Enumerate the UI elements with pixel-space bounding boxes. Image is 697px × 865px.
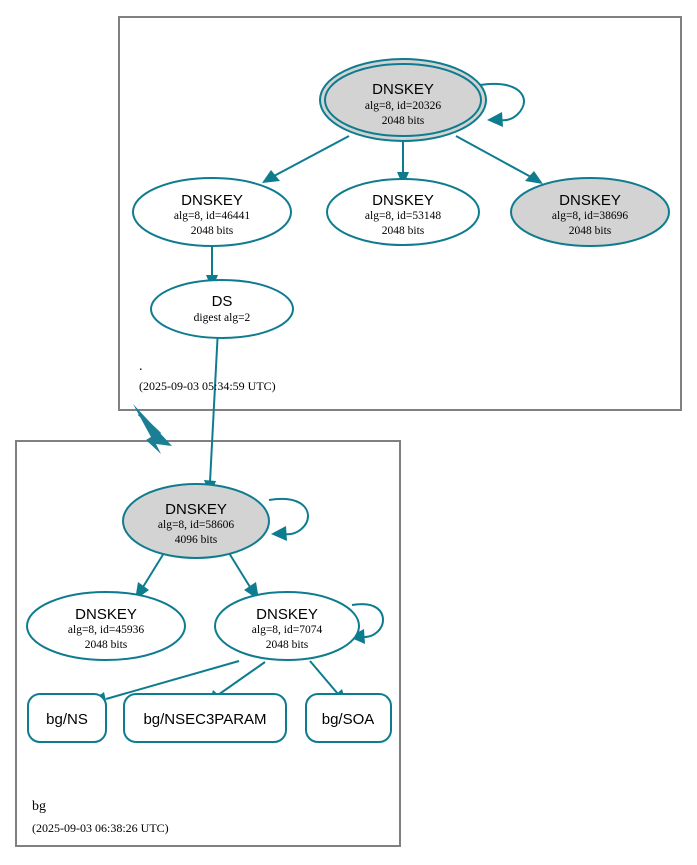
node-title: DNSKEY	[372, 192, 434, 209]
node-title: DNSKEY	[559, 192, 621, 209]
node-line3: 2048 bits	[569, 225, 612, 237]
node-line3: 2048 bits	[382, 115, 425, 127]
node-bg-soa-rrset[interactable]: bg/SOA	[305, 693, 392, 743]
node-line2: alg=8, id=53148	[365, 210, 441, 222]
node-title: bg/SOA	[322, 711, 375, 728]
node-line3: 4096 bits	[175, 534, 218, 546]
node-title: DNSKEY	[165, 501, 227, 518]
node-bg-nsec3param-rrset[interactable]: bg/NSEC3PARAM	[123, 693, 287, 743]
edge-root-ksk-self-sign	[479, 82, 526, 127]
bg-zone-label: bg	[32, 799, 46, 814]
edge-bg-ksk-to-zsk-7074	[228, 552, 259, 600]
cluster-bg-zone	[15, 440, 401, 847]
node-title: DNSKEY	[75, 606, 137, 623]
node-bg-ksk-58606[interactable]: DNSKEY alg=8, id=58606 4096 bits	[122, 483, 270, 559]
node-title: DNSKEY	[256, 606, 318, 623]
node-root-ksk-20326[interactable]: DNSKEY alg=8, id=20326 2048 bits	[319, 58, 487, 142]
node-root-zsk-38696[interactable]: DNSKEY alg=8, id=38696 2048 bits	[510, 177, 670, 247]
node-root-zsk-46441[interactable]: DNSKEY alg=8, id=46441 2048 bits	[132, 177, 292, 247]
node-line2: alg=8, id=20326	[365, 100, 441, 112]
node-root-zsk-53148[interactable]: DNSKEY alg=8, id=53148 2048 bits	[326, 178, 480, 246]
edge-bg-ksk-self-sign	[268, 497, 310, 541]
edge-bg-ksk-to-zsk-45936	[135, 552, 165, 600]
edge-bg-zsk-7074-self-sign	[349, 603, 385, 644]
node-line2: alg=8, id=38696	[552, 210, 628, 222]
node-line2: alg=8, id=7074	[252, 624, 323, 636]
edge-root-ksk-to-zsk-38696	[455, 135, 543, 184]
node-line2: alg=8, id=45936	[68, 624, 144, 636]
edge-delegation-root-to-bg	[133, 404, 172, 454]
node-line3: 2048 bits	[266, 639, 309, 651]
node-line2: alg=8, id=58606	[158, 519, 234, 531]
edge-root-ksk-to-zsk-46441	[262, 135, 350, 183]
root-zone-timestamp: (2025-09-03 05:34:59 UTC)	[139, 379, 276, 393]
node-line3: 2048 bits	[191, 225, 234, 237]
edge-ds-to-bg-ksk	[204, 328, 219, 496]
node-bg-zsk-45936[interactable]: DNSKEY alg=8, id=45936 2048 bits	[26, 591, 186, 661]
node-title: DS	[212, 293, 233, 310]
node-root-ds[interactable]: DS digest alg=2	[150, 279, 294, 339]
node-bg-ns-rrset[interactable]: bg/NS	[27, 693, 107, 743]
cluster-root-zone	[118, 16, 682, 411]
node-line3: 2048 bits	[382, 225, 425, 237]
node-title: DNSKEY	[372, 81, 434, 98]
root-zone-label: .	[139, 359, 143, 374]
bg-zone-timestamp: (2025-09-03 06:38:26 UTC)	[32, 821, 169, 835]
node-line2: alg=8, id=46441	[174, 210, 250, 222]
node-title: DNSKEY	[181, 192, 243, 209]
node-bg-zsk-7074[interactable]: DNSKEY alg=8, id=7074 2048 bits	[214, 591, 360, 661]
node-title: bg/NS	[46, 711, 88, 728]
node-line2: digest alg=2	[194, 312, 251, 324]
node-title: bg/NSEC3PARAM	[143, 711, 266, 728]
node-line3: 2048 bits	[85, 639, 128, 651]
